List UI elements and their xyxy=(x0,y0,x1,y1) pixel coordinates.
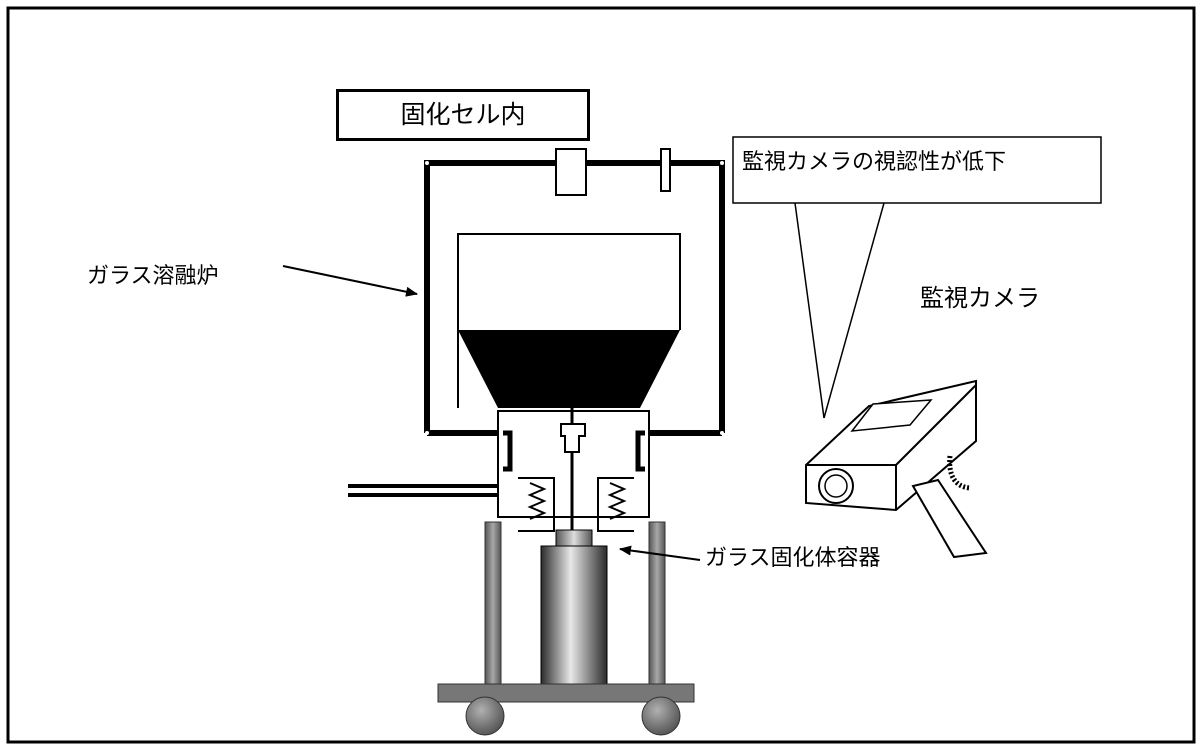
cart-leg-right xyxy=(648,521,666,693)
camera-label: 監視カメラ xyxy=(920,284,1040,312)
melter-vessel xyxy=(457,233,681,408)
furnace-label: ガラス溶融炉 xyxy=(87,264,219,289)
callout-text: 監視カメラの視認性が低下 xyxy=(742,150,1007,175)
drain-housing xyxy=(497,408,650,532)
glass-canister xyxy=(540,529,608,687)
camera-illustration xyxy=(805,379,988,559)
cart-base xyxy=(437,683,695,703)
outer-border xyxy=(6,6,1196,744)
cell-label: 固化セル内 xyxy=(400,100,526,129)
molten-glass xyxy=(458,330,680,408)
container-arrow xyxy=(619,545,701,561)
furnace-arrow xyxy=(282,265,418,297)
cell-label-box xyxy=(336,89,590,141)
cart-leg-left xyxy=(484,521,502,693)
cart-wheel-left xyxy=(465,696,505,736)
spring-right xyxy=(607,482,627,520)
callout-bubble xyxy=(732,136,1102,419)
cart-wheel-right xyxy=(641,696,681,736)
top-nozzle xyxy=(555,148,587,196)
container-label: ガラス固化体容器 xyxy=(705,546,881,571)
side-pipe xyxy=(348,484,498,497)
top-valve xyxy=(660,148,671,192)
spring-left xyxy=(527,482,547,520)
